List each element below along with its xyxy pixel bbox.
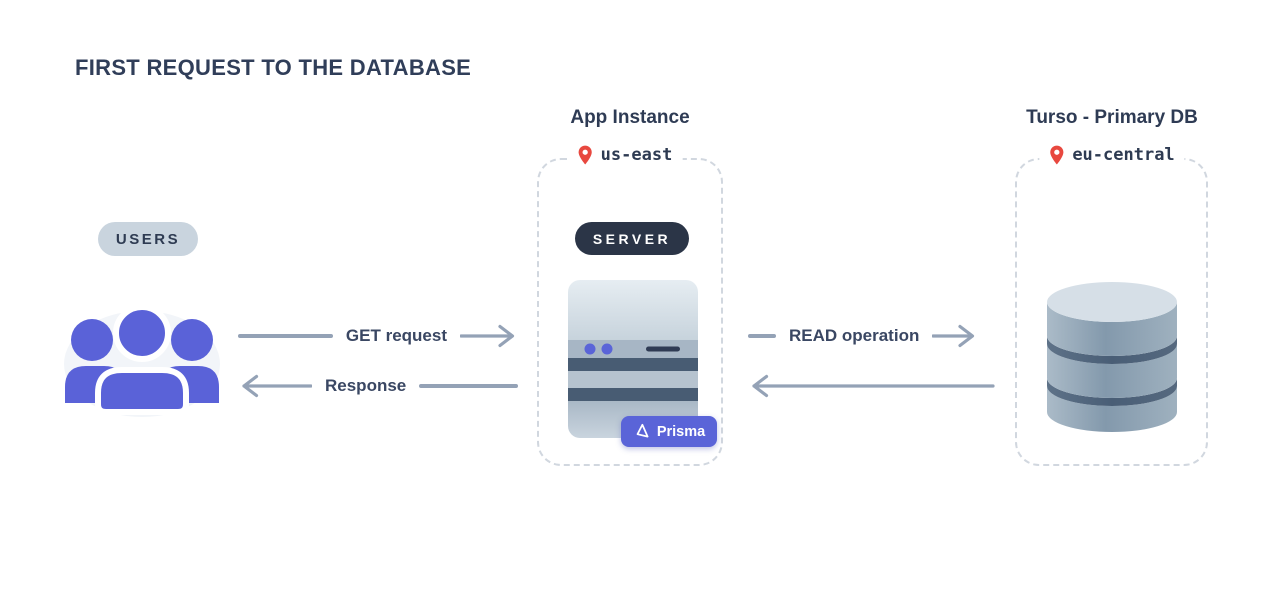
users-badge-label: USERS: [115, 230, 181, 248]
return-arrow: [748, 373, 995, 399]
location-pin-icon: [578, 145, 592, 165]
diagram-title: FIRST REQUEST TO THE DATABASE: [75, 55, 472, 80]
app-instance-title: App Instance: [570, 107, 690, 128]
database-cylinder-icon: [1042, 282, 1182, 437]
arrow-right-icon: [932, 324, 975, 348]
arrow-left-icon: [242, 374, 312, 398]
prisma-badge-label: Prisma: [656, 423, 706, 440]
server-badge: SERVER: [575, 222, 689, 255]
read-operation-label: READ operation: [789, 326, 920, 345]
server-badge-label: SERVER: [592, 230, 672, 247]
response-line: [419, 384, 518, 388]
response-label: Response: [325, 376, 407, 395]
app-region-label: us-east: [567, 143, 683, 167]
read-operation-line: [748, 334, 776, 338]
server-stack-svg: [568, 280, 698, 438]
turso-db-title: Turso - Primary DB: [1026, 107, 1198, 128]
prisma-logo-icon: [636, 423, 649, 438]
prisma-badge: Prisma: [621, 416, 717, 447]
get-request-label: GET request: [345, 326, 447, 345]
users-badge: USERS: [98, 222, 198, 256]
db-region-label: eu-central: [1039, 143, 1185, 167]
database-cylinder-svg: [1047, 282, 1177, 432]
app-region-text: us-east: [600, 145, 673, 165]
get-request-line: [238, 334, 333, 338]
db-region-text: eu-central: [1072, 145, 1175, 165]
get-request-arrow: GET request: [238, 323, 518, 349]
users-group-icon: [62, 300, 222, 423]
read-operation-arrow: READ operation: [748, 323, 995, 349]
users-group-svg: [64, 304, 220, 417]
response-arrow: Response: [238, 373, 518, 399]
arrow-right-icon: [460, 324, 515, 348]
arrow-left-long-icon: [752, 374, 995, 398]
location-pin-icon: [1050, 145, 1064, 165]
server-stack-icon: [568, 280, 698, 443]
